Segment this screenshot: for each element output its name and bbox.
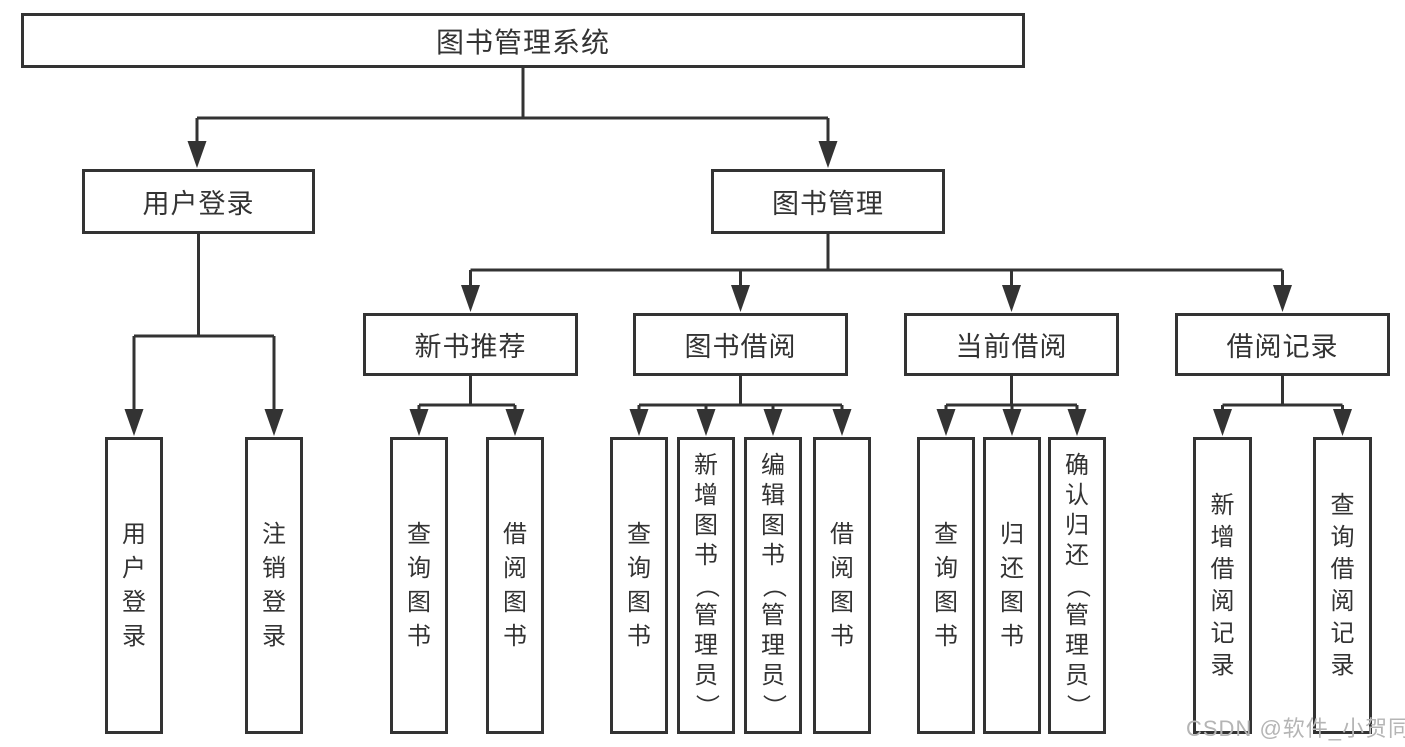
leaf-confirm-return-admin: 确认归还（管理员）	[1048, 437, 1106, 734]
node-current-borrow: 当前借阅	[904, 313, 1119, 376]
leaf-add-books-admin-label: 新增图书（管理员）	[693, 451, 720, 718]
arrow-head	[1002, 285, 1021, 312]
arrow-head	[696, 409, 716, 436]
leaf-edit-books-admin-label: 编辑图书（管理员）	[760, 451, 787, 718]
leaf-borrow-books-2: 借阅图书	[813, 437, 871, 734]
node-book-management: 图书管理	[711, 169, 945, 234]
leaf-logout-login-label: 注销登录	[262, 520, 286, 650]
leaf-add-books-admin: 新增图书（管理员）	[677, 437, 735, 734]
leaf-user-login-label: 用户登录	[122, 520, 146, 650]
leaf-return-books-label: 归还图书	[1000, 520, 1024, 650]
node-book-borrow: 图书借阅	[633, 313, 848, 376]
node-book-borrow-label: 图书借阅	[684, 332, 797, 362]
arrow-head	[461, 285, 480, 312]
node-library-system-label: 图书管理系统	[435, 26, 610, 58]
node-library-system: 图书管理系统	[21, 13, 1025, 68]
leaf-borrow-books-1: 借阅图书	[486, 437, 544, 734]
leaf-return-books: 归还图书	[983, 437, 1041, 734]
leaf-user-login: 用户登录	[105, 437, 163, 734]
node-borrow-records: 借阅记录	[1175, 313, 1390, 376]
arrow-head	[1067, 409, 1087, 436]
arrow-head	[1002, 409, 1022, 436]
arrow-head	[936, 409, 956, 436]
leaf-logout-login: 注销登录	[245, 437, 303, 734]
arrow-head	[264, 409, 284, 436]
leaf-confirm-return-admin-label: 确认归还（管理员）	[1064, 451, 1091, 718]
leaf-query-books-3: 查询图书	[917, 437, 975, 734]
arrow-head	[832, 409, 852, 436]
arrow-head	[629, 409, 649, 436]
leaf-query-books-1-label: 查询图书	[407, 520, 431, 650]
arrow-head	[187, 141, 207, 168]
node-new-book-recommend: 新书推荐	[363, 313, 578, 376]
arrow-head	[731, 285, 750, 312]
leaf-query-books-3-label: 查询图书	[934, 520, 958, 650]
node-current-borrow-label: 当前借阅	[955, 332, 1068, 362]
arrow-head	[1213, 409, 1232, 436]
node-user-login-label: 用户登录	[142, 189, 255, 219]
arrow-head	[763, 409, 783, 436]
arrow-head	[818, 141, 838, 168]
leaf-add-borrow-record: 新增借阅记录	[1193, 437, 1252, 734]
leaf-query-borrow-record-label: 查询借阅记录	[1330, 491, 1355, 679]
leaf-add-borrow-record-label: 新增借阅记录	[1210, 491, 1235, 679]
leaf-edit-books-admin: 编辑图书（管理员）	[744, 437, 802, 734]
leaf-query-books-1: 查询图书	[390, 437, 448, 734]
arrow-head	[1273, 285, 1292, 312]
node-borrow-records-label: 借阅记录	[1226, 332, 1339, 362]
arrow-head	[1333, 409, 1352, 436]
node-new-book-recommend-label: 新书推荐	[414, 332, 527, 362]
leaf-query-books-2-label: 查询图书	[627, 520, 651, 650]
leaf-query-books-2: 查询图书	[610, 437, 668, 734]
node-user-login: 用户登录	[82, 169, 315, 234]
arrow-head	[124, 409, 144, 436]
leaf-borrow-books-1-label: 借阅图书	[503, 520, 527, 650]
node-book-management-label: 图书管理	[772, 189, 884, 219]
leaf-query-borrow-record: 查询借阅记录	[1313, 437, 1372, 734]
arrow-head	[505, 409, 525, 436]
arrow-heads	[124, 141, 1352, 436]
leaf-borrow-books-2-label: 借阅图书	[830, 520, 854, 650]
arrow-head	[409, 409, 429, 436]
